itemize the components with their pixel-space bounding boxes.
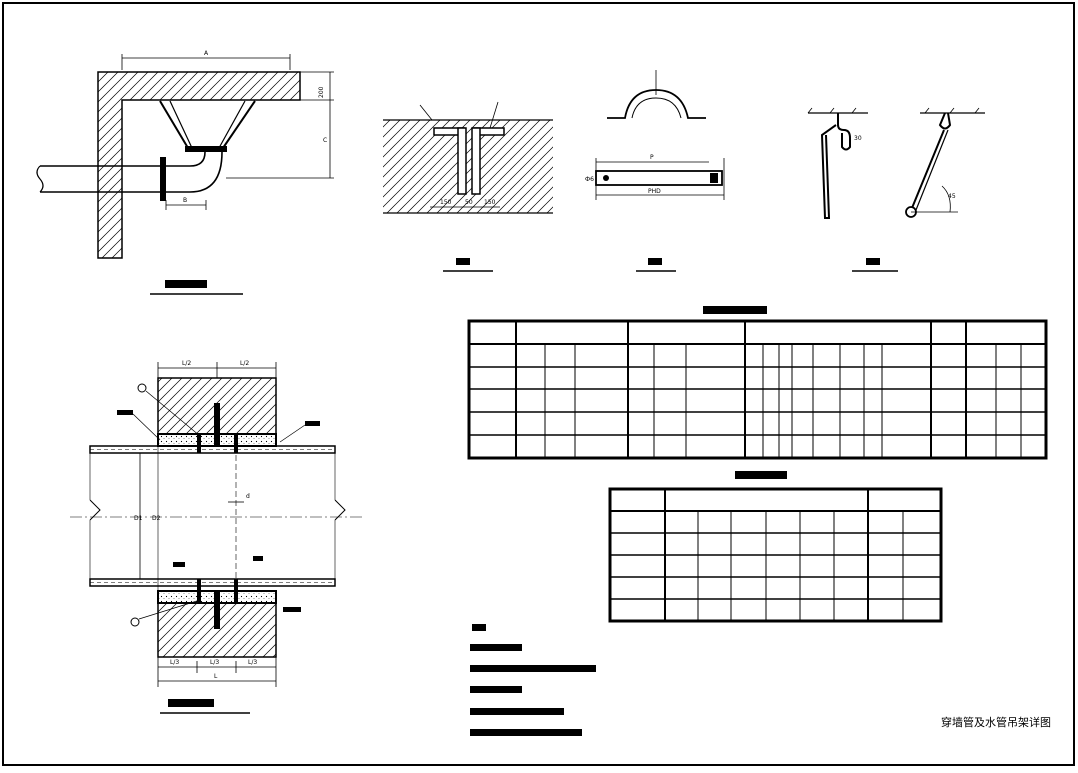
detail-title-pipe-support [165,280,207,288]
note-2 [470,665,596,672]
dim-30: 30 [854,135,862,142]
dim-phi: Ф6 [585,176,594,183]
notes-heading [472,624,486,631]
note-5 [470,729,582,736]
dim-pd: PHD [648,188,661,195]
dim-c: C [323,137,327,144]
dim-50: 50 [465,199,473,206]
detail-title-hanger [866,258,880,265]
dim-45: 45 [948,193,956,200]
dim-d1: D1 [134,515,143,522]
detail-title-anchor [456,258,470,265]
pipe-support-detail: A 200 C B [36,50,334,295]
dimension-table-1 [467,306,1048,460]
dim-150b: 150 [484,199,496,206]
table-1-title [703,306,767,314]
detail-title-sleeve [168,699,214,707]
dim-l3-c: L/3 [248,659,257,666]
dim-d2: D2 [152,515,161,522]
notes [470,624,596,736]
dim-l: L [214,673,218,680]
dimension-table-2 [608,471,943,623]
detail-title-clamp [648,258,662,265]
dim-150a: 150 [440,199,452,206]
sleeve-detail: L/2 L/2 L/3 L/3 L/3 L D1 D2 d [70,360,365,714]
note-4 [470,708,564,715]
dim-b: B [183,197,187,204]
dim-a: A [204,50,209,57]
clamp-detail: P PHD Ф6 [585,70,725,272]
note-1 [470,644,522,651]
drawing-title: 穿墙管及水管吊架详图 [941,715,1051,729]
dim-l3-b: L/3 [210,659,219,666]
dim-200: 200 [318,86,325,98]
dim-p: P [650,154,654,161]
anchor-detail: 150 50 150 [383,101,553,272]
note-3 [470,686,522,693]
dim-d: d [246,493,250,500]
table-2-title [735,471,787,479]
hanger-detail: 30 45 [807,107,985,272]
dim-l2-right: L/2 [240,360,249,367]
dim-l2-left: L/2 [182,360,191,367]
dim-l3-a: L/3 [170,659,179,666]
